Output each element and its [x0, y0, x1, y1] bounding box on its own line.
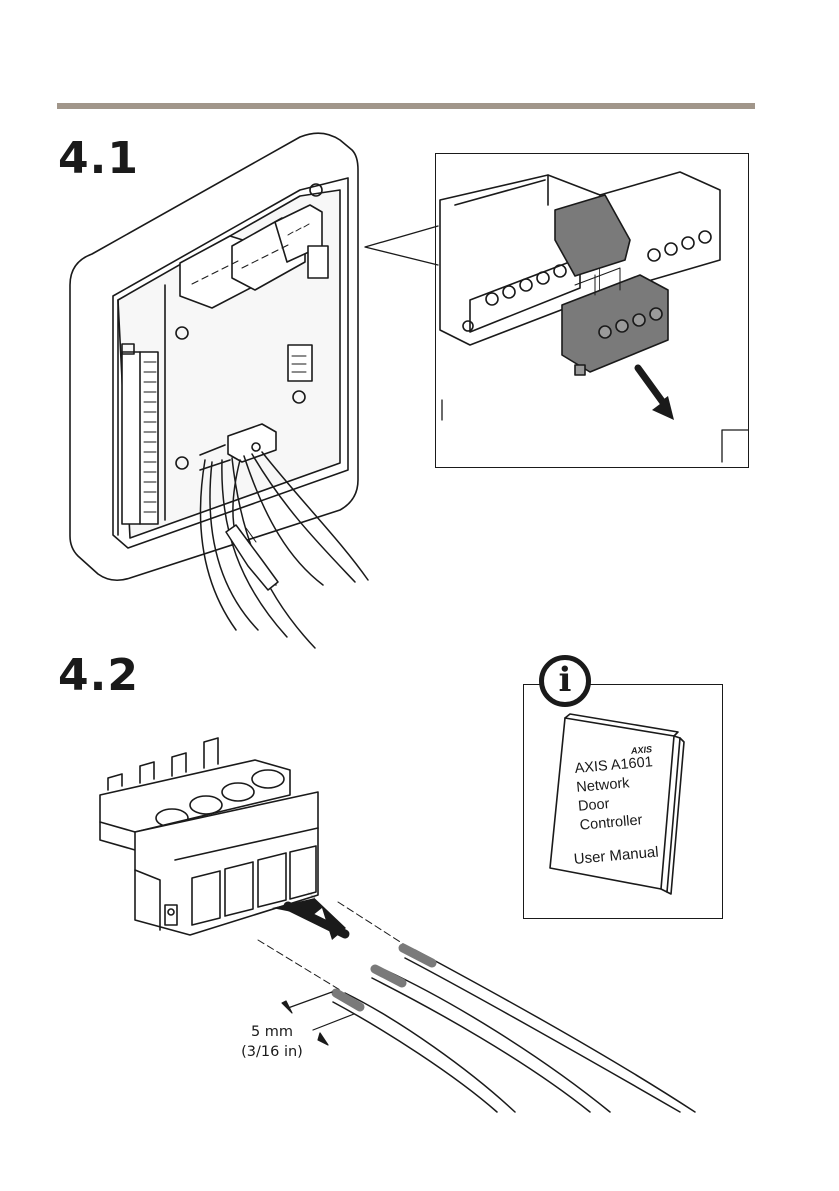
strip-length-label: 5 mm (3/16 in)	[222, 1022, 322, 1062]
wires	[333, 948, 695, 1112]
strip-length-metric: 5 mm	[222, 1022, 322, 1042]
strip-length-imperial: (3/16 in)	[222, 1042, 322, 1062]
info-icon: i	[539, 655, 591, 707]
controller-housing	[70, 133, 358, 580]
detail-callout-frame	[435, 153, 749, 468]
manual-title: AXIS A1601 Network Door Controller	[574, 753, 659, 836]
